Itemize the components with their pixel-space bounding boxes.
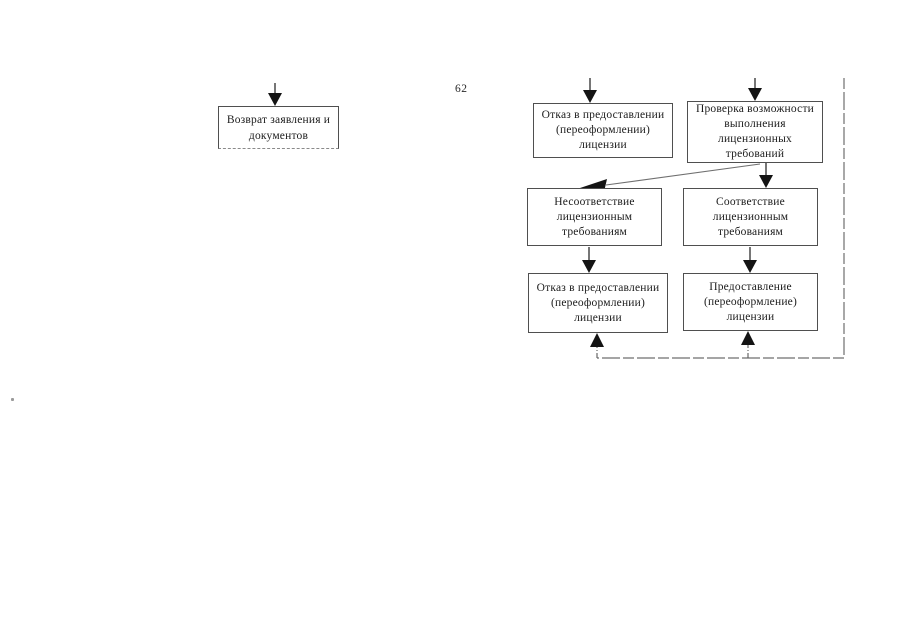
node-text-line: выполнения xyxy=(724,118,786,130)
node-compliance: Соответствие лицензионным требованиям xyxy=(683,188,818,246)
node-text-line: лицензии xyxy=(574,311,622,324)
node-text-line: требований xyxy=(725,148,785,160)
arrow-noncompliance-to-refusal-bottom xyxy=(582,247,596,273)
arrow-loop-into-refusal-bottom xyxy=(590,333,604,358)
node-text-line: лицензии xyxy=(579,139,627,151)
node-text-line: Отказ в предоставлении xyxy=(541,109,665,121)
node-text-line: лицензионным xyxy=(556,210,633,223)
node-text-line: (переоформлении) xyxy=(550,296,646,309)
node-text-line: лицензионных xyxy=(718,133,792,145)
node-text-line: требованиям xyxy=(561,225,628,238)
node-text-line: Возврат заявления и xyxy=(226,113,331,126)
node-text-line: (переоформление) xyxy=(703,295,798,308)
feedback-loop-line xyxy=(597,78,845,359)
node-refusal-license-top: Отказ в предоставлении (переоформлении) … xyxy=(533,103,673,158)
node-text-line: (переоформлении) xyxy=(555,124,651,136)
node-text-line: Отказ в предоставлении xyxy=(536,281,660,294)
arrow-check-to-compliance xyxy=(759,163,773,188)
arrow-loop-into-grant xyxy=(741,331,755,358)
node-text-line: лицензионным xyxy=(712,210,789,223)
node-text-line: Соответствие xyxy=(716,195,785,208)
node-text-line: Несоответствие xyxy=(554,195,635,208)
node-check-requirements: Проверка возможности выполнения лицензио… xyxy=(687,101,823,163)
arrow-into-check-requirements xyxy=(748,78,762,101)
node-text-line: Предоставление xyxy=(709,280,792,293)
node-return-documents: Возврат заявления и документов xyxy=(218,106,339,149)
arrow-compliance-to-grant xyxy=(743,247,757,273)
node-refusal-license-bottom: Отказ в предоставлении (переоформлении) … xyxy=(528,273,668,333)
node-text-line: требованиям xyxy=(717,225,784,238)
arrow-into-return-documents xyxy=(268,83,282,106)
arrow-into-refusal-top xyxy=(583,78,597,103)
node-text-line: документов xyxy=(248,129,309,142)
node-noncompliance: Несоответствие лицензионным требованиям xyxy=(527,188,662,246)
node-text-line: лицензии xyxy=(726,310,775,323)
node-text-line: Проверка возможности xyxy=(695,103,815,115)
scan-speck xyxy=(11,398,14,401)
node-grant-license: Предоставление (переоформление) лицензии xyxy=(683,273,818,331)
page-number: 62 xyxy=(455,83,468,95)
